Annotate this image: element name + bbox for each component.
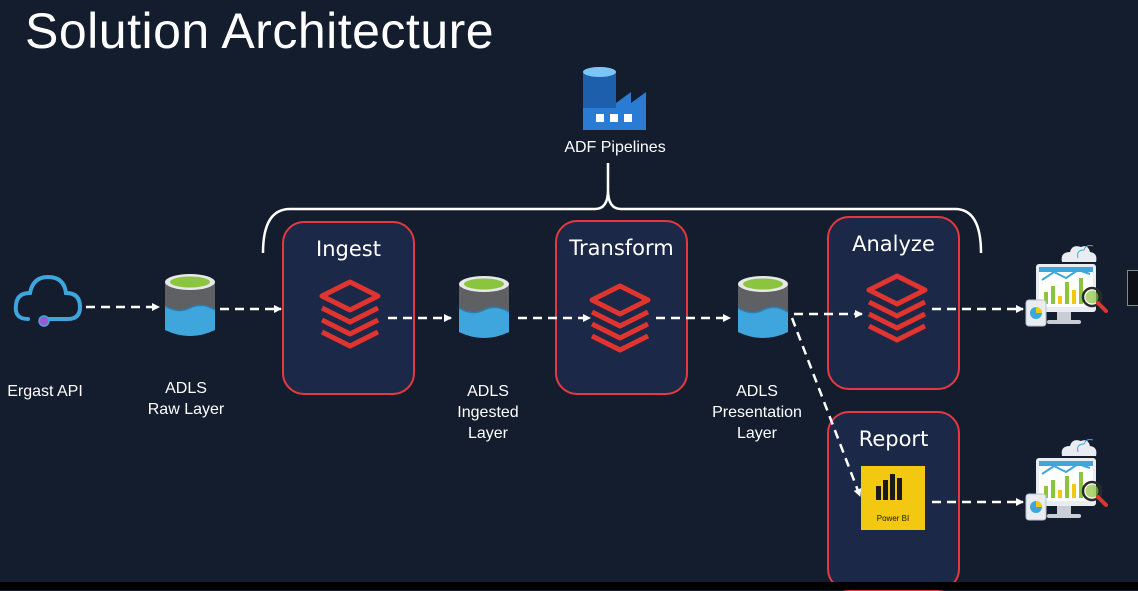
adls-raw-icon	[164, 273, 216, 337]
adls-raw-label-line1: ADLS	[165, 380, 207, 397]
adf-pipeline-bracket	[261, 163, 983, 254]
adls-raw-label-line2: Raw Layer	[147, 401, 225, 418]
adls-presentation-label: ADLS Presentation Layer	[697, 381, 817, 444]
analyze-stage-title: Analyze	[852, 232, 935, 256]
adls-ingested-icon	[458, 275, 510, 339]
power-bi-icon	[861, 466, 925, 530]
adls-presentation-label-line3: Layer	[736, 425, 778, 442]
analytics-dashboard-icon	[1024, 243, 1108, 328]
slide-title: Solution Architecture	[25, 3, 495, 59]
analyze-databricks-icon	[869, 276, 925, 340]
adls-presentation-label-line2: Presentation	[712, 404, 802, 421]
power-bi-label: Power BI	[877, 514, 909, 523]
transform-stage-title: Transform	[569, 236, 674, 260]
adls-ingested-label-line2: Ingested	[457, 404, 519, 421]
cloud-api-icon	[13, 274, 83, 327]
ingest-databricks-icon	[322, 282, 378, 346]
adf-pipelines-label: ADF Pipelines	[564, 139, 666, 156]
side-panel-tab[interactable]	[1127, 270, 1138, 306]
transform-databricks-icon	[592, 286, 648, 350]
ergast-api-label: Ergast API	[7, 383, 83, 400]
adls-presentation-label-line1: ADLS	[736, 383, 778, 400]
analyze-stage: Analyze	[827, 216, 960, 390]
ingest-stage-title: Ingest	[316, 237, 381, 261]
adls-raw-label: ADLS Raw Layer	[136, 378, 236, 420]
transform-stage: Transform	[555, 220, 688, 395]
report-stage-title: Report	[858, 427, 929, 451]
adls-ingested-label-line1: ADLS	[467, 383, 509, 400]
adls-ingested-label: ADLS Ingested Layer	[438, 381, 538, 444]
adls-ingested-label-line3: Layer	[467, 425, 509, 442]
report-dashboard-icon	[1024, 437, 1108, 522]
adls-presentation-icon	[737, 275, 789, 339]
data-factory-icon	[583, 67, 646, 130]
arrow-presentation-to-report	[790, 317, 862, 497]
bottom-strip	[0, 582, 1138, 590]
